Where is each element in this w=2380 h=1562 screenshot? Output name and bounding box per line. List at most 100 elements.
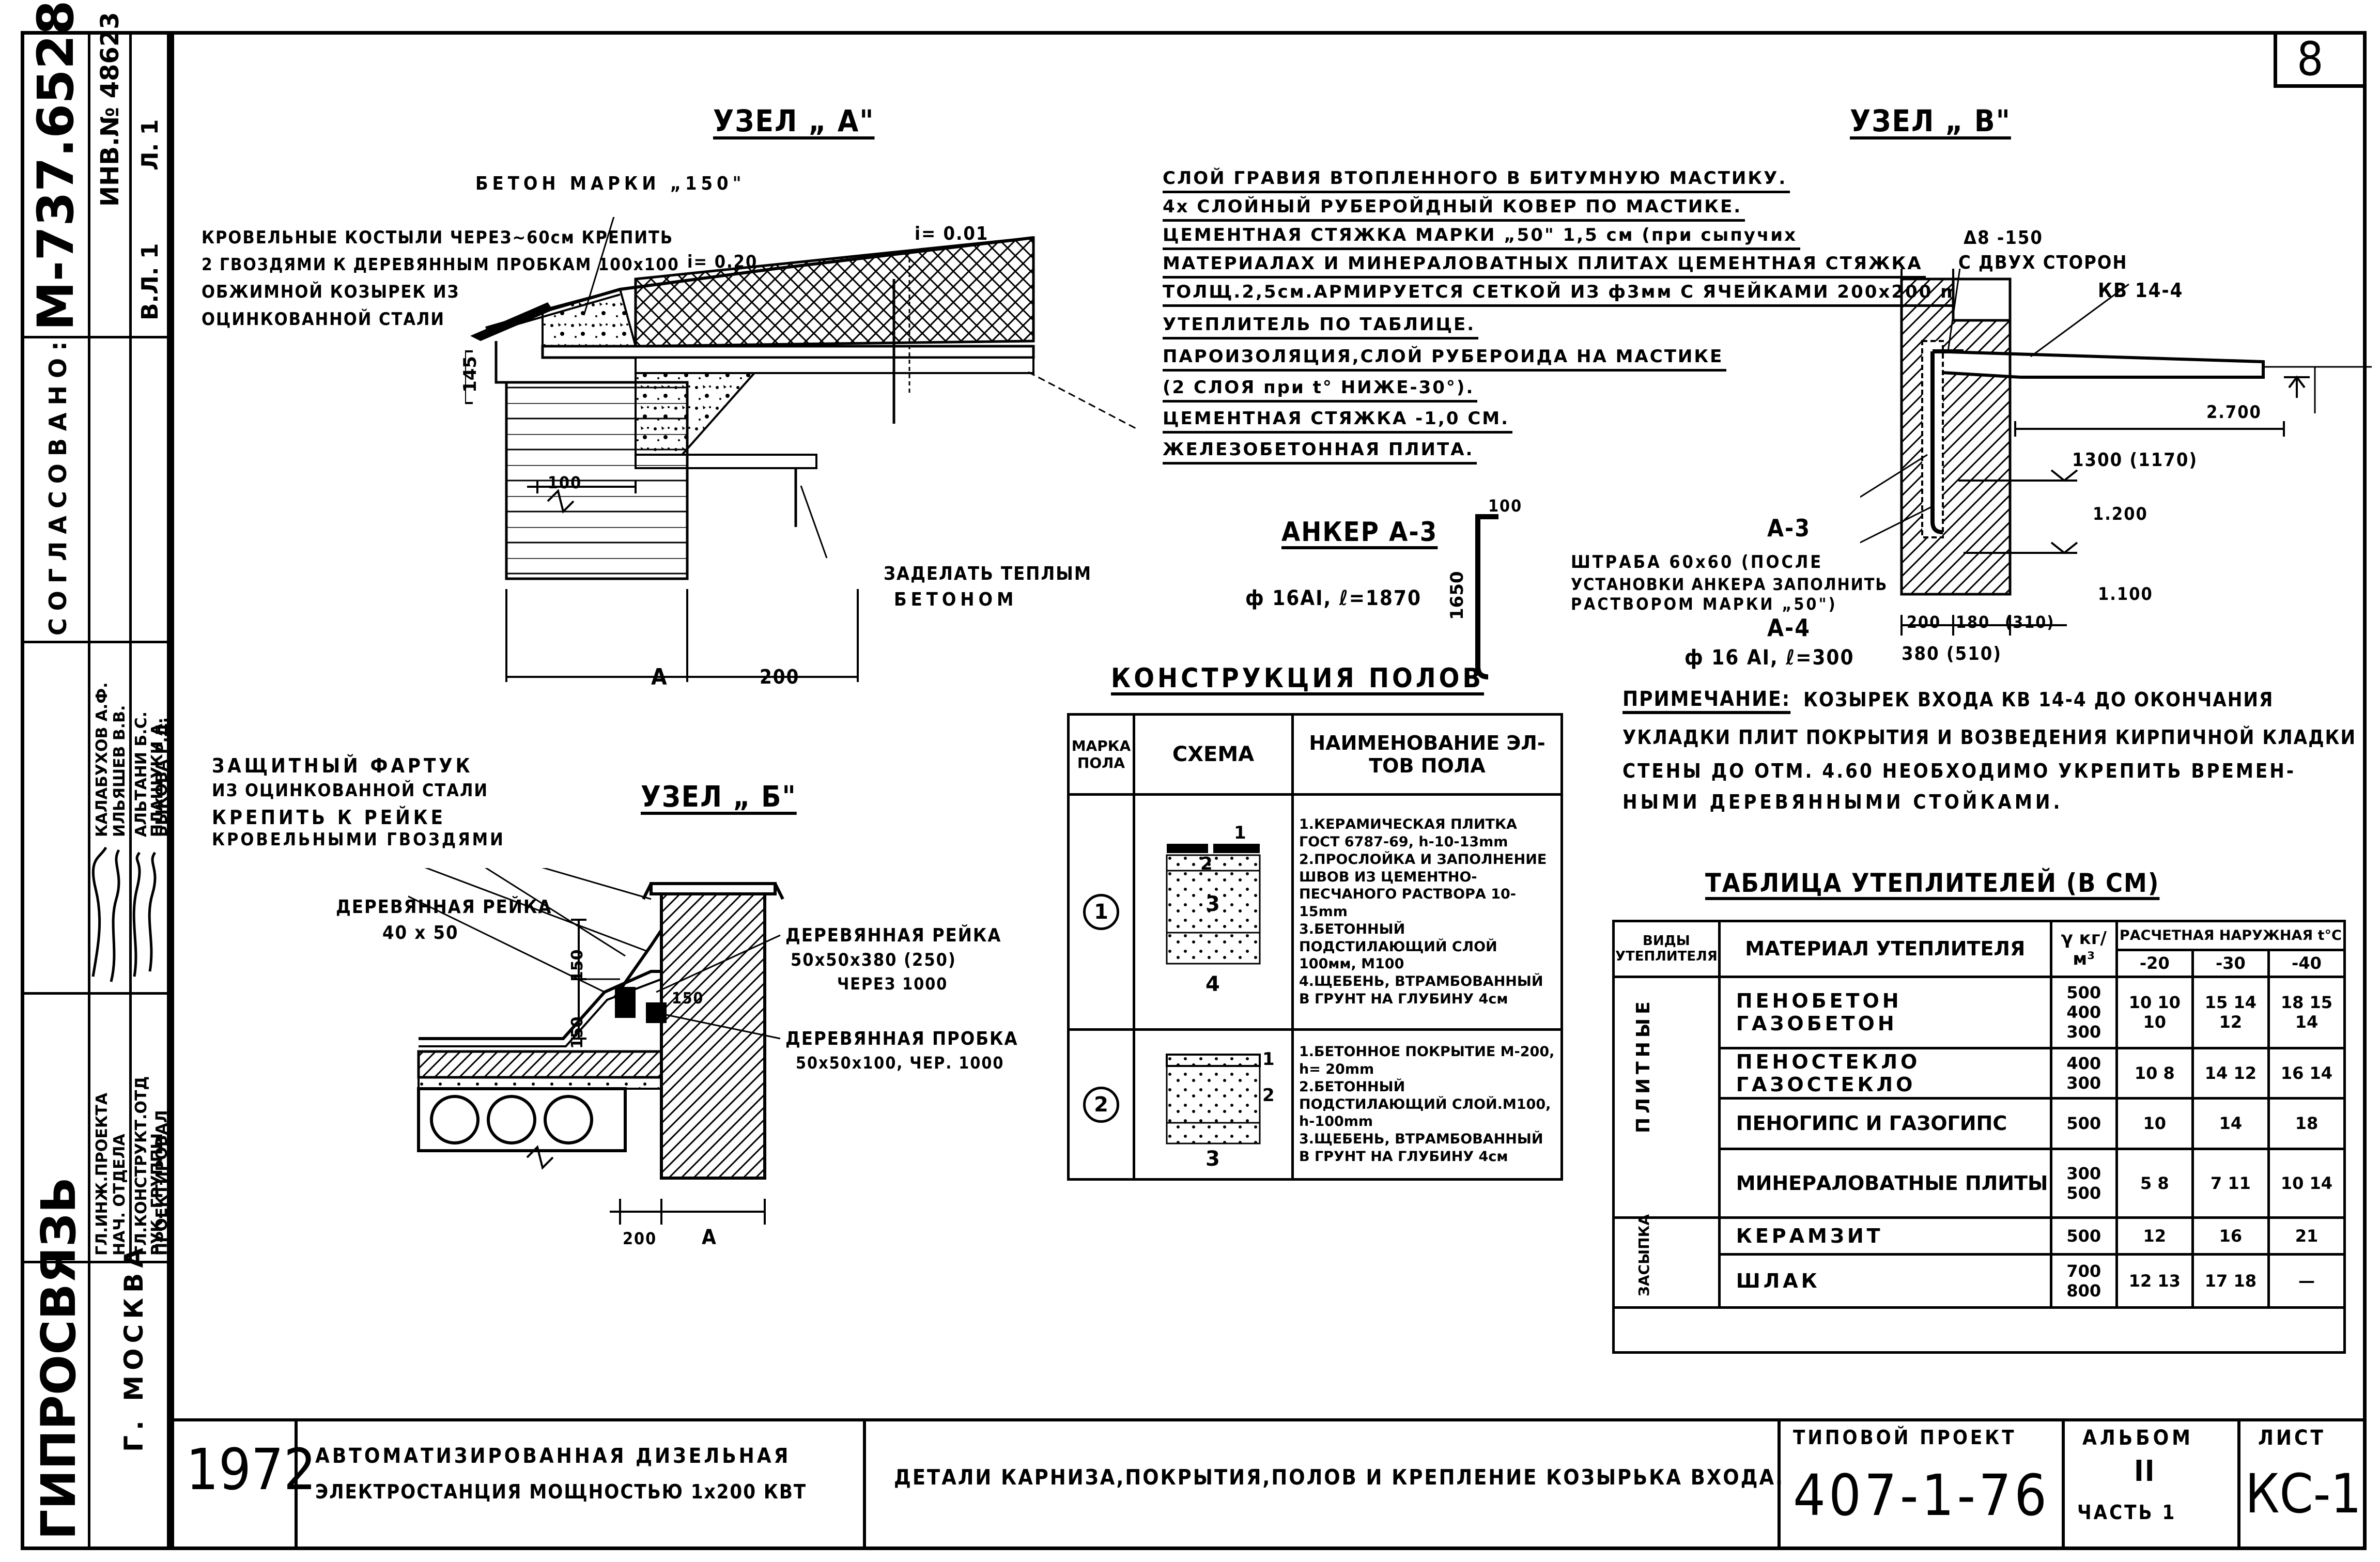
- title-block-topline: [171, 1418, 2367, 1421]
- floor-1-scheme-drawing: 1 2 3 4: [1166, 823, 1261, 996]
- node-a-note-3: ОБЖИМНОЙ КОЗЫРЕК ИЗ: [202, 282, 460, 302]
- floors-table: МАРКА ПОЛА СХЕМА НАИМЕНОВАНИЕ ЭЛ-ТОВ ПОЛ…: [1067, 713, 1563, 1181]
- node-v-chase-3: РАСТВОРОМ МАРКИ „50"): [1571, 594, 1837, 614]
- ins-row-3-t30: 14: [2191, 1097, 2270, 1150]
- layer-7: ПАРОИЗОЛЯЦИЯ,СЛОЙ РУБЕРОИДА НА МАСТИКЕ: [1163, 346, 1727, 372]
- node-b-plug-size: 50х50х100, ЧЕР. 1000: [796, 1053, 1004, 1073]
- ins-row-6-t30: 17 18: [2191, 1253, 2270, 1309]
- ins-h-material: МАТЕРИАЛ УТЕПЛИТЕЛЯ: [1718, 920, 2052, 978]
- stamp-hline-3: [21, 992, 171, 995]
- ins-row-4-material: МИНЕРАЛОВАТНЫЕ ПЛИТЫ: [1718, 1147, 2052, 1219]
- tb-project-2: ЭЛЕКТРОСТАНЦИЯ МОЩНОСТЬЮ 1х200 КВТ: [315, 1480, 807, 1503]
- note-line-2: УКЛАДКИ ПЛИТ ПОКРЫТИЯ И ВОЗВЕДЕНИЯ КИРПИ…: [1622, 726, 2357, 749]
- layer-8: (2 СЛОЯ при t° НИЖЕ-30°).: [1163, 377, 1478, 403]
- agreed-label: СОГЛАСОВАНО:: [44, 334, 72, 636]
- ins-row-1-material: ПЕНОБЕТОН ГАЗОБЕТОН: [1718, 975, 2052, 1049]
- node-v-chase-1: ШТРАБА 60х60 (ПОСЛЕ: [1571, 552, 1823, 573]
- floor-1-item-3: 3.БЕТОННЫЙ ПОДСТИЛАЮЩИЙ СЛОЙ 100мм, М100: [1299, 921, 1497, 972]
- ins-group-1-cell: ПЛИТНЫЕ: [1612, 975, 1721, 1219]
- stamp-column: [21, 31, 171, 1550]
- floor-1-item-1: 1.КЕРАМИЧЕСКАЯ ПЛИТКА ГОСТ 6787-69, h-10…: [1299, 816, 1517, 850]
- layer-4: МАТЕРИАЛАХ И МИНЕРАЛОВАТНЫХ ПЛИТАХ ЦЕМЕН…: [1163, 253, 1926, 279]
- node-b-apron-2: ИЗ ОЦИНКОВАННОЙ СТАЛИ: [212, 780, 488, 801]
- ins-group-2: ЗАСЫПКА: [1635, 1214, 1652, 1296]
- ins-row-3-t40: 18: [2267, 1097, 2346, 1150]
- node-b-apron-1: ЗАЩИТНЫЙ ФАРТУК: [212, 754, 473, 777]
- node-a-drawing: [465, 217, 1137, 682]
- node-v-dim310: (310): [2005, 612, 2055, 632]
- layer-6: УТЕПЛИТЕЛЬ ПО ТАБЛИЦЕ.: [1163, 314, 1479, 339]
- name-3: АЛЬТАНИ Б.С.: [132, 711, 150, 837]
- ins-row-5-t40: 21: [2267, 1216, 2346, 1256]
- name-1: КАЛАБУХОВ А.Ф.: [93, 682, 111, 837]
- ins-row-1-density: 500 400 300: [2049, 975, 2118, 1049]
- insulation-table: ВИДЫ УТЕПЛИТЕЛЯ МАТЕРИАЛ УТЕПЛИТЕЛЯ γ кг…: [1612, 919, 2346, 1354]
- node-b-plug: ДЕРЕВЯННАЯ ПРОБКА: [785, 1028, 1018, 1049]
- ins-h-t20: -20: [2115, 949, 2194, 978]
- ins-row-5-material: КЕРАМЗИТ: [1718, 1216, 2052, 1256]
- sheet-label: Л. 1: [137, 119, 163, 171]
- floor-1-scheme: 1 2 3 4: [1133, 793, 1294, 1031]
- ins-h-type: ВИДЫ УТЕПЛИТЕЛЯ: [1612, 920, 1721, 978]
- ins-row-2-t20: 10 8: [2115, 1046, 2194, 1100]
- node-b-drawing: [408, 868, 784, 1225]
- org-name: ГИПРОСВЯЗЬ: [31, 1177, 86, 1540]
- note-line-1: КОЗЫРЕК ВХОДА КВ 14-4 ДО ОКОНЧАНИЯ: [1803, 688, 2274, 711]
- anchor-dim-1650: 1650: [1447, 571, 1467, 620]
- stamp-hline-2: [21, 641, 171, 643]
- ins-row-3-density: 500: [2049, 1097, 2118, 1150]
- floor-2-callout-3: 3: [1206, 1147, 1220, 1168]
- ins-h-t40: -40: [2267, 949, 2346, 978]
- floor-2-item-3: 3.ЩЕБЕНЬ, ВТРАМБОВАННЫЙ В ГРУНТ НА ГЛУБИ…: [1299, 1131, 1543, 1165]
- stamp-hline-1: [21, 336, 171, 338]
- node-a-slope-1: i= 0.01: [915, 223, 989, 244]
- ins-row-5-t30: 16: [2191, 1216, 2270, 1256]
- ins-row-5-t20: 12: [2115, 1216, 2194, 1256]
- layer-3: ЦЕМЕНТНАЯ СТЯЖКА МАРКИ „50" 1,5 см (при …: [1163, 225, 1801, 250]
- ins-row-4-t20: 5 8: [2115, 1147, 2194, 1219]
- floor-1-mark-cell: 1: [1067, 793, 1135, 1031]
- ins-row-5-density: 500: [2049, 1216, 2118, 1256]
- title-block-div-3: [1778, 1418, 1781, 1550]
- floor-2-mark-cell: 2: [1067, 1028, 1135, 1181]
- floors-header-mark: МАРКА ПОЛА: [1067, 713, 1135, 796]
- sheet-number-box: [2274, 31, 2367, 88]
- layer-9: ЦЕМЕНТНАЯ СТЯЖКА -1,0 СМ.: [1163, 408, 1513, 434]
- floor-2-scheme: 1 2 3: [1133, 1028, 1294, 1181]
- name-2: ИЛЬЯШЕВ В.В.: [111, 705, 129, 837]
- node-a-fill-1: ЗАДЕЛАТЬ ТЕПЛЫМ: [884, 563, 1092, 584]
- floor-1-item-2: 2.ПРОСЛОЙКА И ЗАПОЛНЕНИЕ ШВОВ ИЗ ЦЕМЕНТН…: [1299, 851, 1547, 920]
- tb-album-label: АЛЬБОМ: [2082, 1426, 2193, 1450]
- ins-row-1-t20: 10 10 10: [2115, 975, 2194, 1049]
- node-a-concrete: БЕТОН МАРКИ „150": [475, 173, 746, 194]
- floor-2-mark: 2: [1083, 1086, 1119, 1123]
- ins-row-2-t30: 14 12: [2191, 1046, 2270, 1100]
- ins-empty-row: [1612, 1306, 2346, 1354]
- floor-1-callout-3: 3: [1206, 892, 1220, 916]
- tb-drawing: ДЕТАЛИ КАРНИЗА,ПОКРЫТИЯ,ПОЛОВ И КРЕПЛЕНИ…: [894, 1465, 1785, 1490]
- floor-2-item-2: 2.БЕТОННЫЙ ПОДСТИЛАЮЩИЙ СЛОЙ.М100, h-100…: [1299, 1078, 1551, 1130]
- floor-2-item-1: 1.БЕТОННОЕ ПОКРЫТИЕ М-200, h= 20mm: [1299, 1044, 1555, 1078]
- node-v-h1100: 1.100: [2098, 584, 2153, 605]
- node-v-canopy: КВ 14-4: [2098, 279, 2184, 302]
- insulation-title: ТАБЛИЦА УТЕПЛИТЕЛЕЙ (В СМ): [1705, 868, 2160, 898]
- role-3: ГЛ.КОНСТРУКТ.ОТД: [132, 1076, 150, 1256]
- layer-10: ЖЕЛЕЗОБЕТОННАЯ ПЛИТА.: [1163, 439, 1477, 465]
- node-a-note-1: КРОВЕЛЬНЫЕ КОСТЫЛИ ЧЕРЕЗ~60см КРЕПИТЬ: [202, 227, 674, 248]
- floors-header-name: НАИМЕНОВАНИЕ ЭЛ-ТОВ ПОЛА: [1291, 713, 1563, 796]
- node-b-apron-3: КРЕПИТЬ К РЕЙКЕ: [212, 806, 446, 829]
- role-2: НАЧ. ОТДЕЛА: [111, 1134, 129, 1256]
- node-b-rail-2-step: ЧЕРЕЗ 1000: [837, 974, 948, 994]
- node-v-dim200: 200: [1907, 612, 1941, 632]
- node-a-note-4: ОЦИНКОВАННОЙ СТАЛИ: [202, 309, 445, 330]
- node-v-title: УЗЕЛ „ В": [1850, 103, 2011, 138]
- note-line-4: НЫМИ ДЕРЕВЯННЫМИ СТОЙКАМИ.: [1622, 791, 2063, 813]
- sheet-number: 8: [2297, 32, 2325, 86]
- role-1: ГЛ.ИНЖ.ПРОЕКТА: [93, 1092, 111, 1256]
- floor-1-items: 1.КЕРАМИЧЕСКАЯ ПЛИТКА ГОСТ 6787-69, h-10…: [1291, 793, 1563, 1031]
- node-b-dim-a: А: [702, 1226, 717, 1249]
- name-5: БЫКОВА Р.Д.: [153, 717, 171, 837]
- layer-2: 4х СЛОЙНЫЙ РУБЕРОЙДНЫЙ КОВЕР ПО МАСТИКЕ.: [1163, 196, 1745, 222]
- floor-1-mark: 1: [1083, 894, 1119, 930]
- node-v-h2700: 2.700: [2206, 402, 2262, 423]
